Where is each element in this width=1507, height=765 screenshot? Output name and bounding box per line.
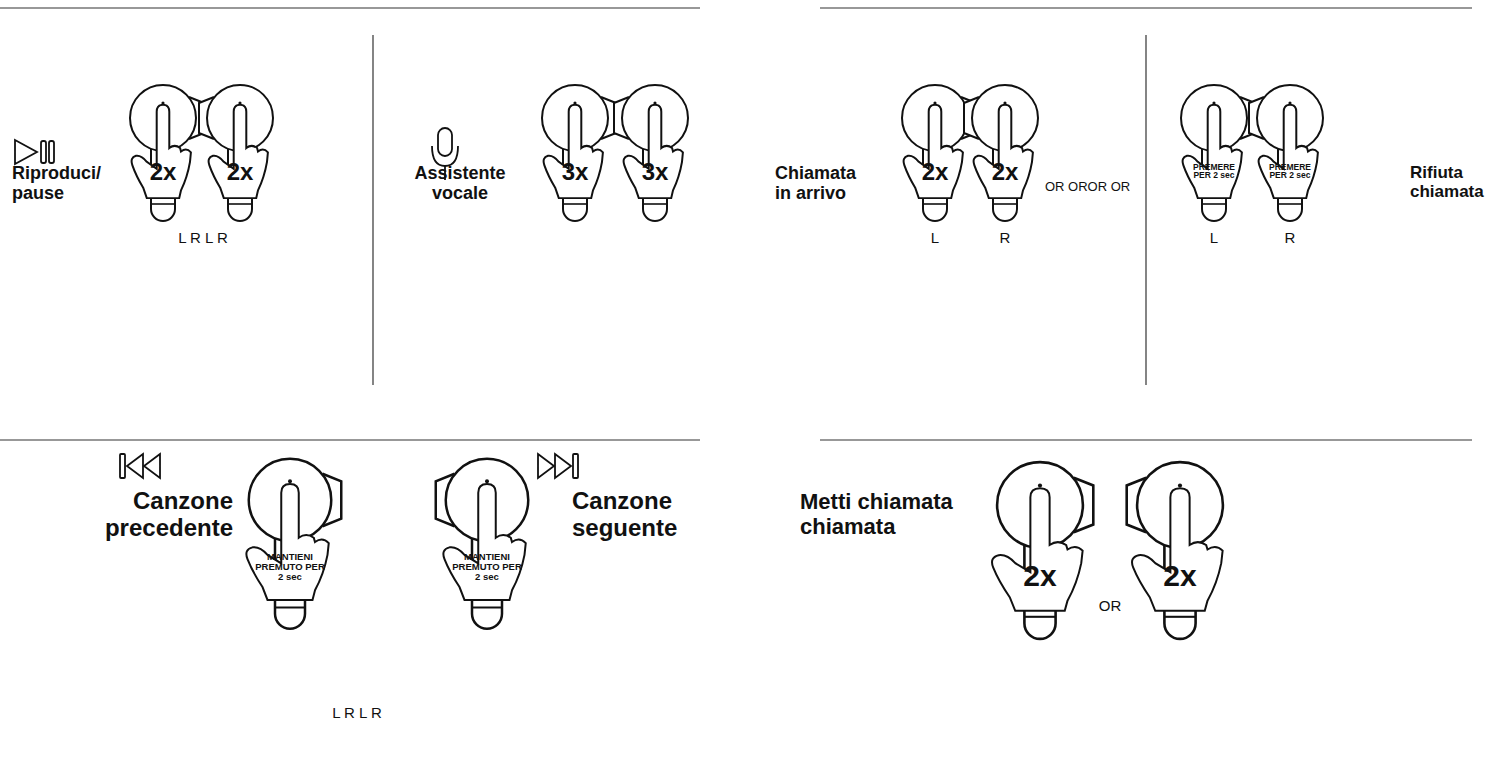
palm-area: 2x: [909, 152, 961, 192]
pointing-hand: 3x: [619, 104, 691, 199]
gesture-text: PREMERE PER 2 sec: [1264, 163, 1316, 181]
action-label: Canzone seguente: [572, 488, 702, 542]
side-label: L: [1199, 230, 1229, 247]
pointing-hand: PREMERE PER 2 sec: [1254, 104, 1326, 199]
next-icon: [538, 454, 578, 478]
pointing-hand: MANTIENI PREMUTO PER 2 sec: [240, 483, 340, 601]
gesture-text: PREMERE PER 2 sec: [1188, 163, 1240, 181]
hand-outline: [1125, 487, 1235, 612]
side-label: R: [1275, 230, 1305, 247]
gesture-text: 3x: [642, 159, 669, 184]
hand-outline: [539, 104, 611, 199]
divider-lines: [0, 8, 1472, 440]
hand-shape: [992, 488, 1083, 611]
hand-outline: [1178, 104, 1250, 199]
hand-outline: [969, 104, 1041, 199]
side-label: L: [920, 230, 950, 247]
gesture-text: 2x: [150, 159, 177, 184]
play-pause-icon: [15, 140, 54, 164]
hand-outline: [619, 104, 691, 199]
palm-area: MANTIENI PREMUTO PER 2 sec: [254, 542, 326, 592]
pointing-hand: 2x: [1125, 487, 1235, 612]
hand-shape: [246, 484, 328, 600]
palm-area: 2x: [1140, 550, 1219, 603]
hand-outline: [240, 483, 340, 601]
pointing-hand: 2x: [899, 104, 971, 199]
hand-shape: [132, 105, 191, 198]
action-label: Rifiuta chiamata: [1410, 163, 1502, 201]
pointing-hand: 2x: [127, 104, 199, 199]
hand-outline: [437, 483, 537, 601]
gesture-text: 2x: [227, 159, 254, 184]
hand-outline: [985, 487, 1095, 612]
gesture-text: MANTIENI PREMUTO PER 2 sec: [451, 552, 523, 582]
or-note: OR OROR OR: [1045, 180, 1143, 195]
palm-area: 2x: [1000, 550, 1079, 603]
pointing-hand: PREMERE PER 2 sec: [1178, 104, 1250, 199]
side-label: L R L R: [307, 705, 407, 722]
hand-outline: [1254, 104, 1326, 199]
palm-area: PREMERE PER 2 sec: [1188, 152, 1240, 192]
palm-area: 2x: [979, 152, 1031, 192]
gesture-text: 3x: [562, 159, 589, 184]
palm-area: 2x: [137, 152, 189, 192]
hand-outline: [127, 104, 199, 199]
gesture-text: MANTIENI PREMUTO PER 2 sec: [254, 552, 326, 582]
action-label: Riproduci/ pause: [12, 163, 112, 203]
palm-area: 3x: [629, 152, 681, 192]
hand-outline: [899, 104, 971, 199]
side-label: L R L R: [158, 230, 248, 247]
earbuds: [130, 85, 1323, 639]
hand-shape: [1183, 105, 1242, 198]
pointing-hand: 2x: [204, 104, 276, 199]
gesture-text: 2x: [922, 159, 949, 184]
hand-shape: [974, 105, 1033, 198]
hand-shape: [443, 484, 525, 600]
action-label: Chiamata in arrivo: [775, 163, 867, 203]
gesture-text: 2x: [1023, 560, 1056, 592]
or-note: OR: [1096, 598, 1124, 615]
action-label: Canzone precedente: [88, 488, 233, 542]
palm-area: 2x: [214, 152, 266, 192]
action-label: Assistente vocale: [400, 163, 520, 203]
hand-shape: [624, 105, 683, 198]
action-label: Metti chiamata chiamata: [800, 490, 982, 539]
hand-shape: [904, 105, 963, 198]
palm-area: MANTIENI PREMUTO PER 2 sec: [451, 542, 523, 592]
hand-shape: [1259, 105, 1318, 198]
pointing-hand: 2x: [985, 487, 1095, 612]
hand-shape: [209, 105, 268, 198]
gesture-text: 2x: [1163, 560, 1196, 592]
gesture-text: 2x: [992, 159, 1019, 184]
pointing-hand: MANTIENI PREMUTO PER 2 sec: [437, 483, 537, 601]
pointing-hand: 3x: [539, 104, 611, 199]
hand-shape: [544, 105, 603, 198]
pointing-hand: 2x: [969, 104, 1041, 199]
palm-area: PREMERE PER 2 sec: [1264, 152, 1316, 192]
hand-shape: [1132, 488, 1223, 611]
palm-area: 3x: [549, 152, 601, 192]
hand-outline: [204, 104, 276, 199]
side-label: R: [990, 230, 1020, 247]
previous-icon: [120, 454, 160, 478]
